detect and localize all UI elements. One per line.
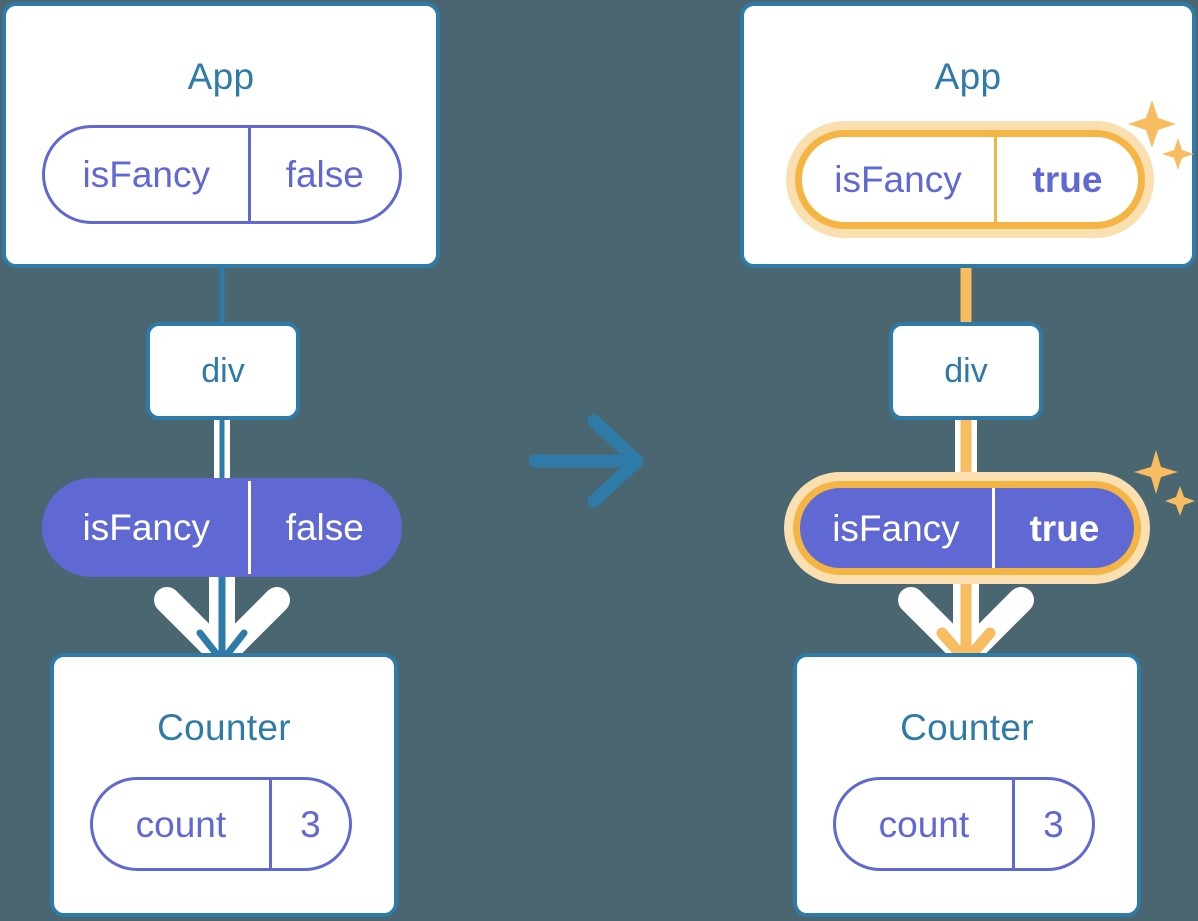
prop-pill-name-after: isFancy: [832, 507, 960, 549]
prop-pill-name-before: isFancy: [82, 507, 210, 548]
prop-pill-before: isFancy false: [42, 478, 402, 577]
counter-state-pill-before: count 3: [90, 777, 352, 871]
counter-state-pill-after: count 3: [833, 777, 1095, 871]
app-state-pill-after: isFancy true: [795, 130, 1145, 229]
app-state-pill-name-after: isFancy: [834, 159, 962, 200]
prop-pill-value-before: false: [247, 481, 399, 574]
counter-title-after: Counter: [900, 707, 1034, 748]
div-label-before: div: [201, 351, 245, 390]
div-box-after: div: [889, 322, 1043, 420]
right-prop-arrow: [936, 560, 996, 667]
counter-state-pill-value-before: 3: [268, 780, 349, 868]
prop-pill-after: isFancy true: [793, 481, 1141, 575]
prop-pill-value-after: true: [991, 488, 1134, 568]
arrow-right-icon: [528, 414, 644, 508]
div-box-before: div: [146, 322, 300, 420]
app-title-after: App: [934, 56, 1002, 97]
app-title-before: App: [187, 56, 255, 97]
app-state-pill-value-before: false: [247, 128, 399, 221]
div-label-after: div: [944, 351, 988, 390]
app-state-pill-value-after: true: [993, 137, 1138, 222]
counter-state-pill-name-after: count: [878, 803, 970, 845]
app-state-pill-name-before: isFancy: [82, 154, 210, 195]
app-state-pill-before: isFancy false: [42, 125, 402, 224]
counter-state-pill-value-after: 3: [1011, 780, 1092, 868]
counter-title-before: Counter: [157, 707, 291, 748]
counter-state-pill-name-before: count: [135, 803, 227, 845]
